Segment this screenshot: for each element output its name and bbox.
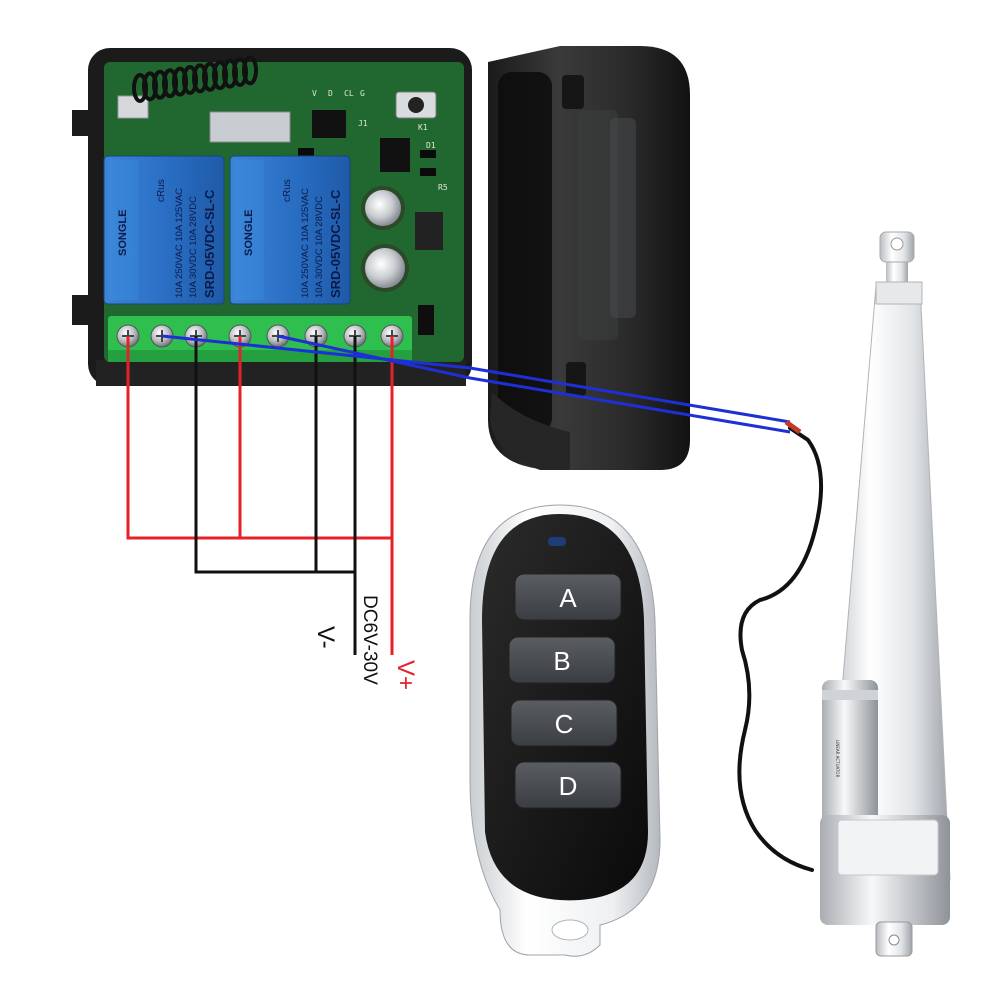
led-indicator: [548, 537, 566, 546]
inductor: [415, 212, 443, 250]
remote-button-c[interactable]: C: [510, 699, 618, 747]
relay-cert: cRus: [282, 179, 293, 202]
relay-brand: SONGLE: [243, 210, 255, 256]
pcb-pin-label: V: [312, 89, 317, 98]
v-plus-label: V+: [392, 660, 419, 690]
antenna-coil: [117, 55, 258, 119]
remote-button-b[interactable]: B: [508, 636, 616, 684]
relay-rating-dc: 10A 30VDC 10A 28VDC: [314, 196, 325, 298]
pcb-mark: J1: [358, 119, 368, 128]
decoder-chip: [312, 110, 346, 138]
remote-button-label: D: [559, 771, 578, 801]
relay-cert: cRus: [156, 179, 167, 202]
relay-rating-dc: 10A 30VDC 10A 28VDC: [188, 196, 199, 298]
relay-model: SRD-05VDC-SL-C: [328, 189, 343, 298]
receiver-lid: [488, 46, 690, 470]
actuator-cable: [737, 426, 824, 872]
relay-rating-ac: 10A 250VAC 10A 125VAC: [300, 188, 311, 298]
linear-actuator: LINEAR ACTUATOR: [820, 231, 951, 957]
pcb-mark: R5: [438, 183, 448, 192]
remote-button-label: C: [555, 709, 574, 739]
pcb-pin-label: D: [328, 89, 333, 98]
diode: [418, 305, 434, 335]
relay-model: SRD-05VDC-SL-C: [202, 189, 217, 298]
wire-blue: [161, 334, 791, 434]
voltage-label: DC6V-30V: [359, 595, 380, 685]
v-minus-label: V-: [312, 626, 339, 649]
remote-button-label: B: [553, 646, 570, 676]
remote-button-label: A: [559, 583, 577, 613]
pcb-pin-labels: V D CL G: [312, 89, 365, 98]
capacitor-1: [361, 186, 405, 230]
regulator-chip: [380, 138, 410, 172]
remote-button-d[interactable]: D: [514, 761, 622, 809]
wire-red: [126, 336, 394, 655]
remote-control: A B C D: [469, 504, 661, 957]
remote-button-a[interactable]: A: [514, 573, 622, 621]
pcb-pin-label: G: [360, 89, 365, 98]
actuator-label: LINEAR ACTUATOR: [835, 740, 840, 778]
wire-black: [194, 336, 357, 655]
pcb-mark: D1: [426, 141, 436, 150]
relay-brand: SONGLE: [117, 210, 129, 256]
relay-rating-ac: 10A 250VAC 10A 125VAC: [174, 188, 185, 298]
pcb-mark: K1: [418, 123, 428, 132]
crystal-oscillator: [209, 111, 291, 143]
pcb-pin-label: CL: [344, 89, 354, 98]
keyring-hole: [551, 919, 589, 941]
capacitor-2: [361, 244, 409, 292]
